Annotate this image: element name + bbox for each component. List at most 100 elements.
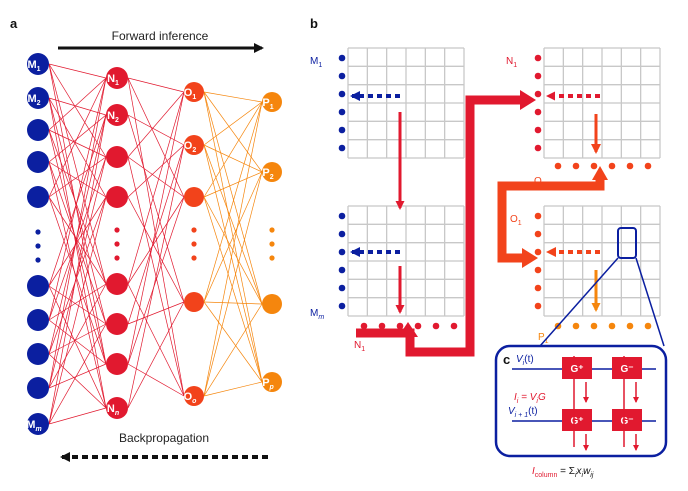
terminal-dot — [534, 126, 542, 134]
node-m — [27, 275, 49, 297]
edge — [203, 144, 263, 173]
node-o — [184, 82, 204, 102]
ellipsis-dot — [269, 255, 275, 261]
cell-gminus-top: G⁻ — [612, 357, 642, 379]
node-m — [27, 377, 49, 399]
terminal-dot — [572, 322, 580, 330]
edge — [48, 156, 107, 321]
edge — [48, 161, 107, 325]
edge — [48, 114, 107, 425]
edge — [48, 97, 107, 325]
ellipsis-dot — [35, 243, 41, 249]
edge — [127, 144, 185, 409]
ellipsis-dot — [114, 241, 120, 247]
panel-a-label: a — [10, 16, 18, 31]
node-o — [184, 386, 204, 406]
edge — [127, 144, 185, 198]
svg-text:G⁻: G⁻ — [620, 364, 633, 375]
edge — [203, 171, 263, 198]
terminal-dot — [534, 230, 542, 238]
edge — [203, 196, 263, 383]
node-n — [106, 186, 128, 208]
edge — [48, 63, 107, 79]
terminal-dot — [626, 162, 634, 170]
edge — [203, 381, 263, 397]
terminal-dot — [608, 322, 616, 330]
edge — [127, 77, 185, 198]
edge — [48, 196, 107, 355]
edge — [203, 144, 263, 305]
ellipsis-dot — [114, 255, 120, 261]
ellipsis-dot — [269, 241, 275, 247]
edge — [48, 407, 107, 425]
node-p — [262, 162, 282, 182]
terminal-dot — [338, 90, 346, 98]
connector-n1-to-n1 — [356, 95, 520, 357]
edge — [127, 301, 185, 409]
node-m — [27, 119, 49, 141]
terminal-dot — [338, 284, 346, 292]
edge — [48, 196, 107, 285]
node-m — [27, 413, 49, 435]
node-n — [106, 146, 128, 168]
terminal-dot — [644, 162, 652, 170]
terminal-dot — [338, 72, 346, 80]
edge — [48, 129, 107, 158]
edge — [127, 91, 185, 158]
connector-arrowhead-top — [520, 90, 536, 110]
terminal-dot — [534, 144, 542, 152]
edge — [127, 144, 185, 325]
edge — [48, 77, 107, 389]
edge — [203, 101, 263, 146]
network-edges — [48, 63, 263, 425]
node-label: P2 — [262, 167, 273, 181]
terminal-dot — [338, 108, 346, 116]
edge — [48, 161, 107, 198]
forward-label: Forward inference — [112, 29, 209, 43]
zoom-line-right — [635, 257, 665, 347]
label-mm: Mm — [310, 308, 324, 321]
edge — [48, 156, 107, 198]
edge — [48, 77, 107, 321]
edge — [203, 303, 263, 397]
edge — [48, 285, 107, 409]
label-o1-right: O1 — [534, 176, 546, 189]
edge — [48, 156, 107, 389]
backprop-label: Backpropagation — [119, 431, 209, 445]
edge — [127, 301, 185, 325]
zoom-box — [617, 227, 637, 259]
edge — [48, 97, 107, 198]
edge — [127, 91, 185, 365]
terminal-dot — [534, 302, 542, 310]
node-n — [106, 353, 128, 375]
terminal-dot — [338, 248, 346, 256]
edge — [203, 91, 263, 305]
edge — [48, 283, 107, 321]
terminal-dot — [626, 322, 634, 330]
terminal-dot — [338, 302, 346, 310]
ellipsis-dot — [35, 229, 41, 235]
terminal-dot — [534, 266, 542, 274]
edge — [48, 97, 107, 116]
crossbar-grids — [347, 47, 661, 317]
edge — [127, 283, 185, 397]
node-n — [106, 313, 128, 335]
cell-gplus-top: G⁺ — [562, 357, 592, 379]
edge — [127, 196, 185, 303]
terminal-dot — [338, 54, 346, 62]
node-m — [27, 309, 49, 331]
terminal-dot — [450, 322, 458, 330]
terminal-dot — [414, 322, 422, 330]
edge — [203, 301, 263, 305]
connector-arrowhead-bottom — [398, 322, 418, 337]
terminal-dot — [338, 266, 346, 274]
ellipsis-dot — [191, 227, 197, 233]
node-label: N1 — [107, 73, 119, 87]
edge — [48, 63, 107, 158]
label-p1: P1 — [538, 332, 549, 345]
edge — [203, 171, 263, 303]
v-i-label: Vi(t) — [516, 354, 534, 367]
edge — [127, 196, 185, 365]
edge — [48, 114, 107, 163]
